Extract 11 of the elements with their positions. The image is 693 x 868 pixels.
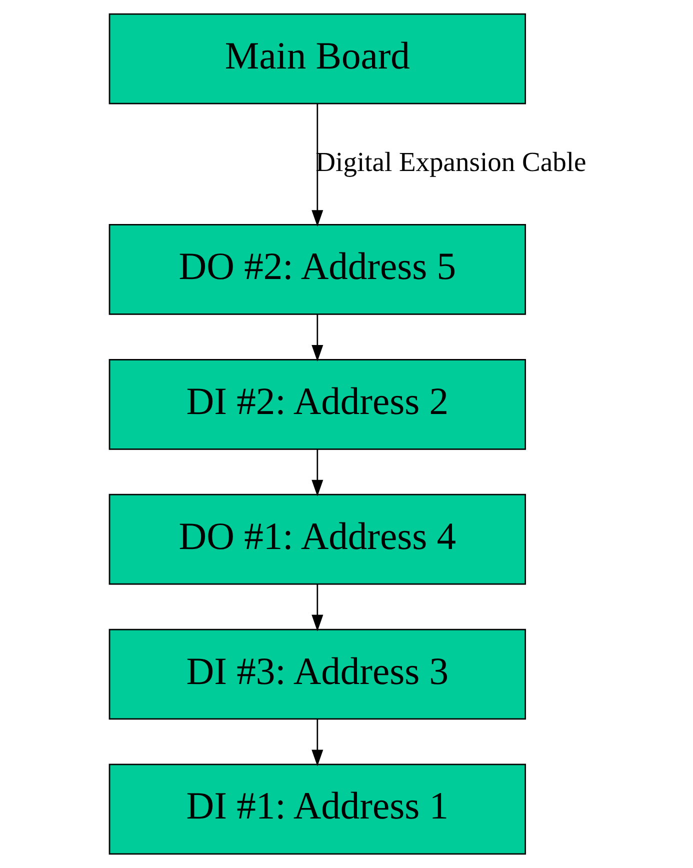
arrow xyxy=(311,719,323,766)
node-box: Main Board xyxy=(108,13,526,104)
node-box: DI #1: Address 1 xyxy=(108,764,526,855)
arrow xyxy=(311,584,323,632)
node-box: DO #1: Address 4 xyxy=(108,494,526,585)
node-box: DO #2: Address 5 xyxy=(108,224,526,315)
arrow xyxy=(311,104,323,227)
arrow xyxy=(311,449,323,496)
node-box: DI #3: Address 3 xyxy=(108,628,526,720)
arrow xyxy=(311,314,323,362)
node-box: DI #2: Address 2 xyxy=(108,358,526,450)
